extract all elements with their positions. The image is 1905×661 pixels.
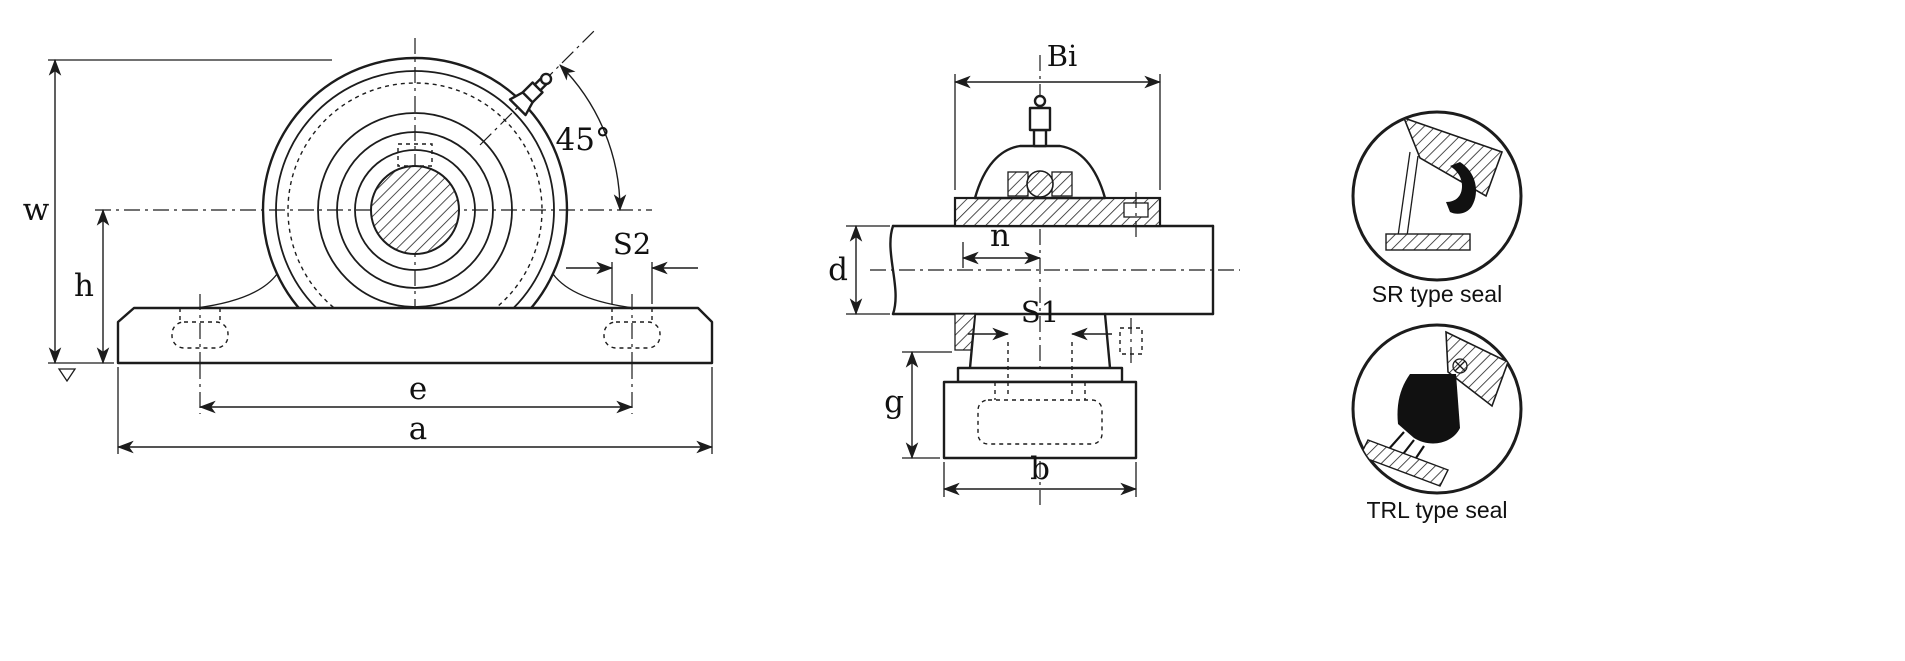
grease-fitting (508, 72, 553, 117)
shaft-break-symbol (889, 224, 897, 316)
trl-seal-caption: TRL type seal (1366, 497, 1507, 523)
dimension-a: a (116, 367, 714, 454)
dimension-e: e (198, 363, 634, 414)
dimension-bi: Bi (953, 39, 1162, 190)
housing-circles (261, 56, 569, 364)
datum-triangle (57, 368, 77, 383)
bearing-race-right (1051, 171, 1073, 197)
dim-label-n: n (990, 218, 1010, 254)
dim-label-e: e (409, 371, 427, 407)
dimension-b: b (942, 451, 1138, 497)
dimension-g: g (884, 350, 952, 460)
grease-fitting-axis-centerline (479, 27, 598, 146)
front-view: 45° w h e a (23, 27, 714, 454)
dim-label-h: h (74, 268, 94, 304)
dimension-h: h (74, 208, 110, 365)
dim-label-g: g (884, 384, 904, 420)
dim-label-s2: S2 (613, 227, 651, 261)
dim-label-b: b (1030, 451, 1050, 487)
left-bolt-slot (171, 294, 229, 363)
hidden-bolt-right (1119, 318, 1143, 364)
angle-dimension-arc (559, 64, 627, 212)
dimension-n: n (961, 218, 1042, 268)
dim-label-45deg: 45° (556, 122, 611, 158)
cap-bolt (1123, 192, 1149, 240)
pillow-block-base (116, 306, 714, 365)
dim-label-d: d (828, 252, 848, 288)
shaft-bore-hatched (370, 165, 460, 255)
bearing-race-left (1007, 171, 1029, 197)
housing-right-wall (1103, 312, 1112, 370)
side-view: Bi n d S1 g (828, 39, 1240, 505)
left-transition-curve (195, 273, 278, 309)
seal-detail-trl: TRL type seal (1351, 323, 1523, 523)
dimension-s1: S1 (968, 295, 1112, 398)
grease-nipple-side (1028, 94, 1052, 148)
housing-section-left (954, 313, 976, 351)
dimension-s2: S2 (566, 227, 698, 304)
dim-label-bi: Bi (1047, 39, 1078, 73)
dim-label-a: a (409, 411, 427, 447)
base-body (942, 380, 1138, 460)
bearing-ball-section (1026, 170, 1054, 198)
sr-detail-section (1385, 116, 1504, 251)
right-transition-curve (552, 273, 635, 309)
dimension-d: d (828, 224, 890, 316)
base-lip (956, 366, 1124, 384)
base-slot-hidden (977, 382, 1103, 445)
seal-detail-sr: SR type seal (1351, 110, 1523, 307)
dimension-w: w (23, 58, 332, 383)
dim-label-s1: S1 (1021, 295, 1059, 329)
right-bolt-slot (603, 294, 661, 363)
sr-seal-caption: SR type seal (1372, 281, 1502, 307)
dim-label-w: w (23, 192, 50, 228)
set-screw-hidden-outline (397, 143, 433, 167)
